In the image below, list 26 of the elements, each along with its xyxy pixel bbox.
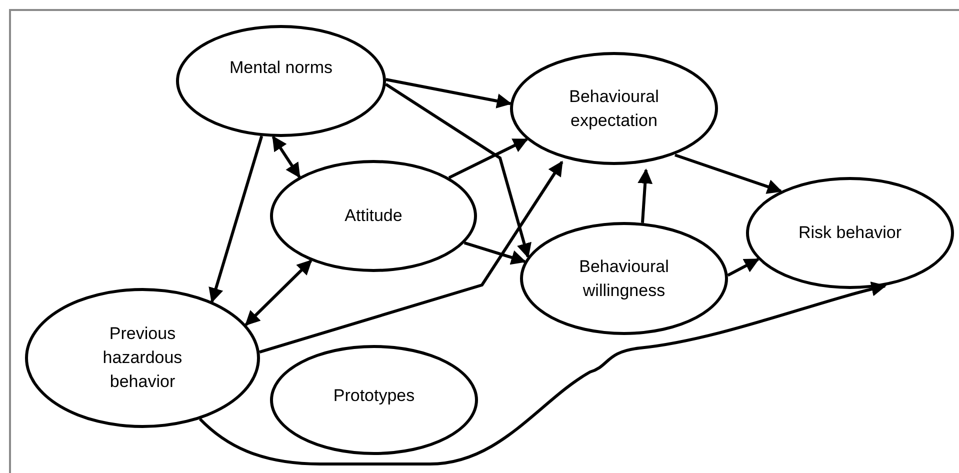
node-label: Mental norms <box>230 57 332 79</box>
arrow <box>208 136 264 303</box>
arrow <box>638 168 653 223</box>
arrow <box>244 260 312 326</box>
ellipse-node <box>270 345 478 455</box>
node-label: Previous hazardous behavior <box>102 323 184 393</box>
ellipse-node <box>25 288 260 428</box>
arrow <box>386 78 512 108</box>
node-label: Risk behavior <box>798 222 902 244</box>
arrow <box>448 138 528 180</box>
node-label: Attitude <box>344 205 402 227</box>
node-label: Behavioural expectation <box>568 86 660 132</box>
arrow <box>259 160 564 354</box>
arrow <box>727 258 760 277</box>
arrow <box>385 82 532 258</box>
arrow <box>198 282 886 466</box>
ellipse-node <box>746 177 954 289</box>
node-label: Prototypes <box>333 385 415 407</box>
ellipse-node <box>510 52 718 165</box>
arrow <box>464 241 526 265</box>
arrow <box>272 136 301 178</box>
ellipse-node <box>176 25 386 137</box>
ellipse-node <box>270 160 477 272</box>
ellipse-node <box>520 222 728 335</box>
node-label: Behavioural willingness <box>578 256 670 302</box>
arrow <box>674 154 782 194</box>
